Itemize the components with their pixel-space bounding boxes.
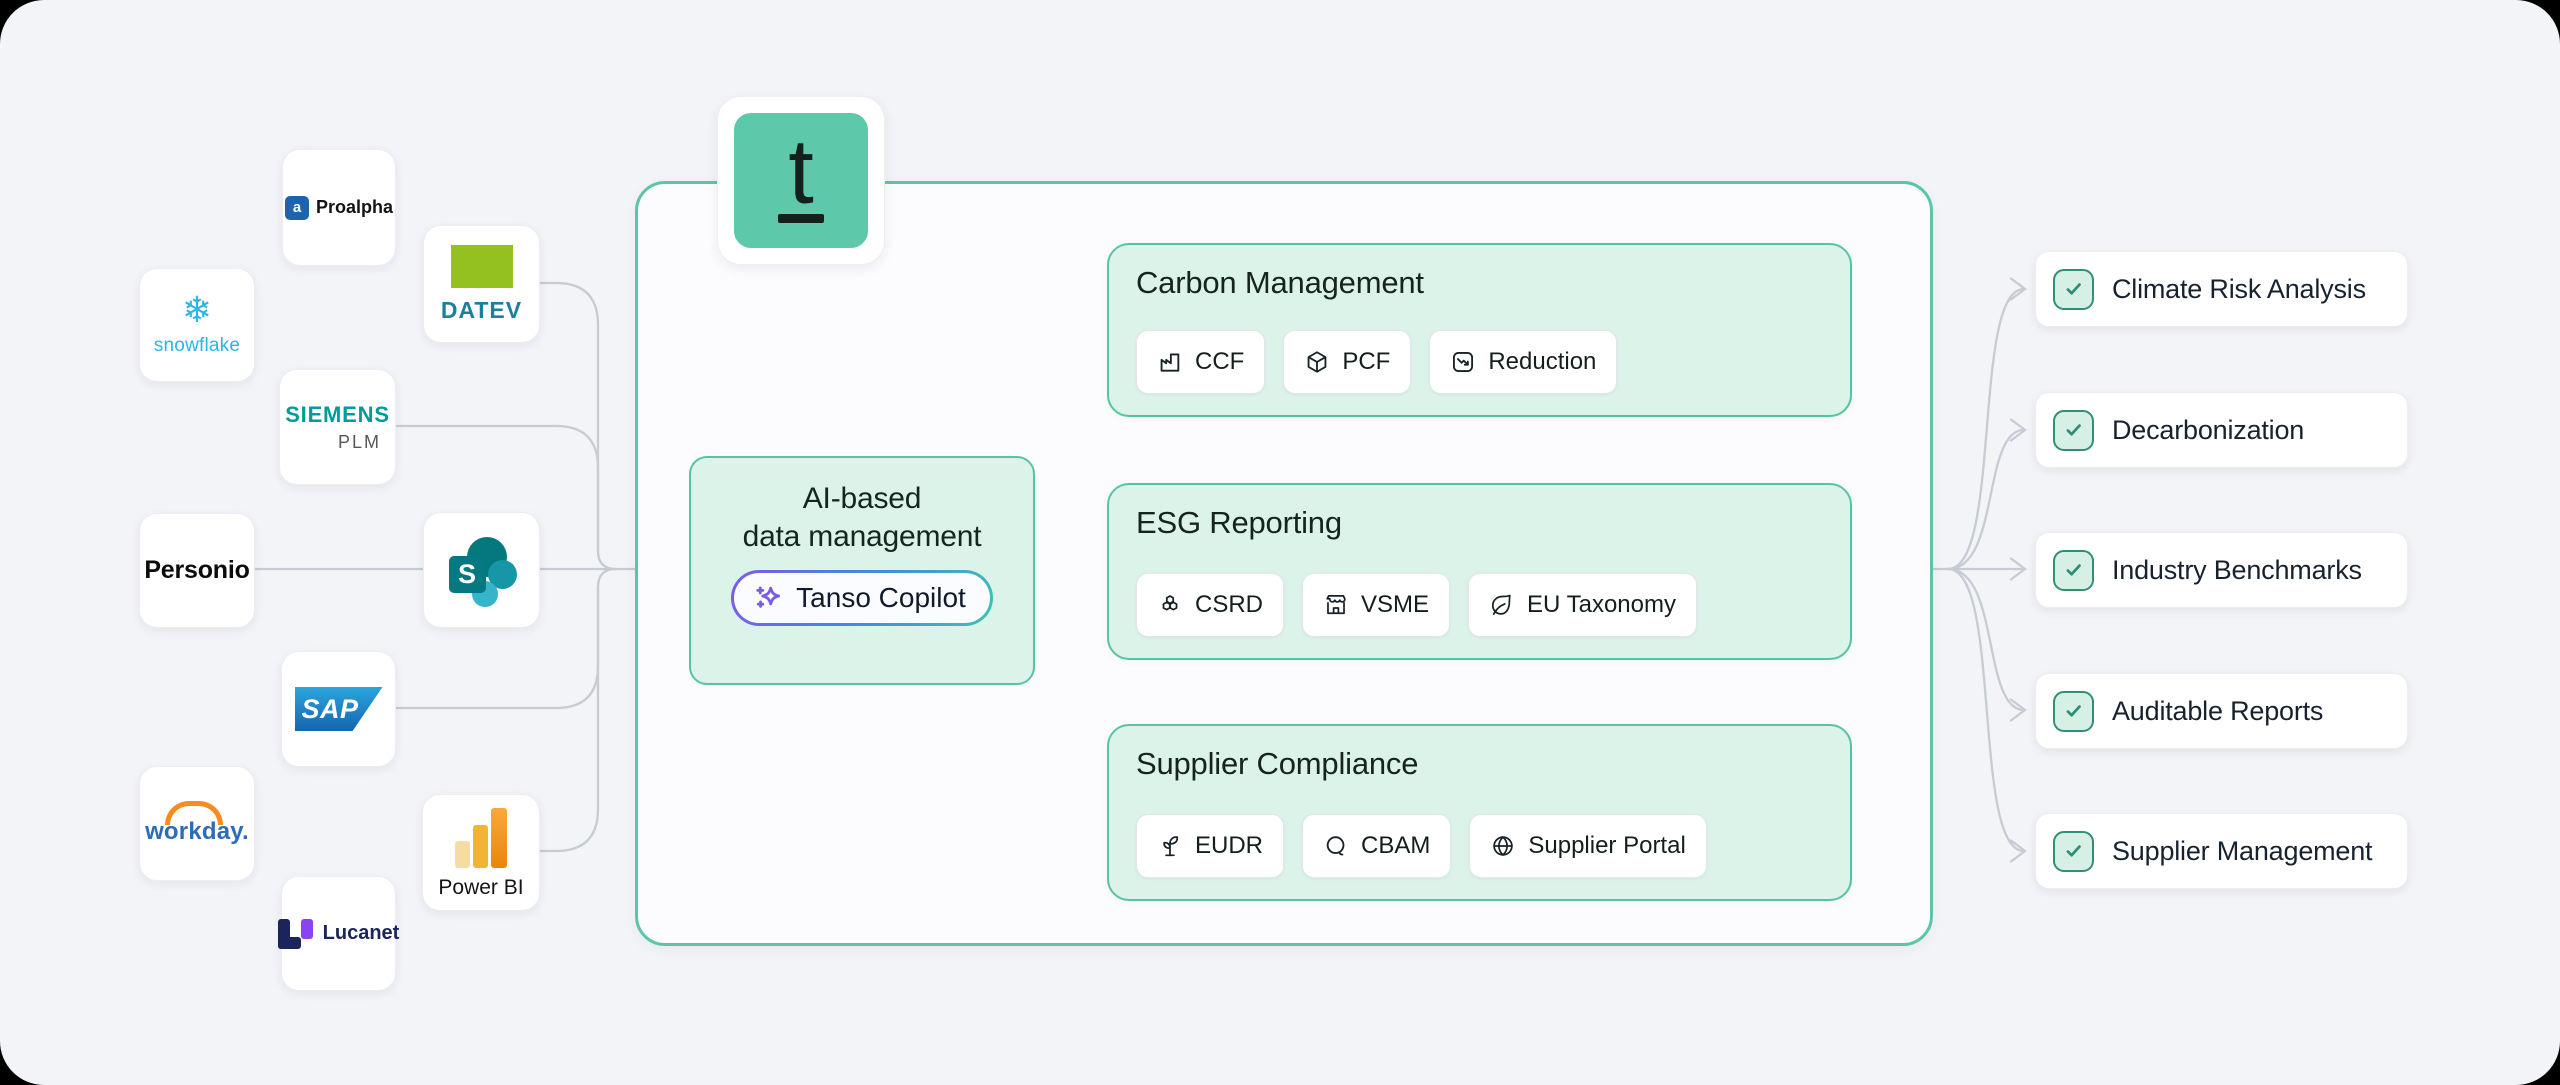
fan-auditable <box>1946 567 2026 712</box>
fan-supplier <box>1946 567 2026 853</box>
personio-label: Personio <box>144 556 250 584</box>
wire-datev <box>536 281 600 553</box>
integration-card-powerbi: Power BI <box>422 794 540 911</box>
snowflake-logo-icon: ❄ <box>181 290 213 331</box>
sprout-icon <box>1163 836 1179 857</box>
factory-icon <box>1160 353 1180 372</box>
integration-card-workday: workday. <box>139 766 255 881</box>
chip-eu-taxonomy: EU Taxonomy <box>1468 573 1697 637</box>
checkbox-checked-icon <box>2053 830 2094 872</box>
tanso-logo-card: t <box>717 96 885 265</box>
integration-card-lucanet: Lucanet <box>277 876 399 991</box>
wire-merge-bottom <box>596 567 618 589</box>
arrowhead-supplier <box>2009 839 2027 863</box>
proalpha-logo-icon: a <box>284 195 309 220</box>
powerbi-label: Power BI <box>438 875 524 899</box>
proalpha-label: Proalpha <box>315 197 394 217</box>
integration-card-datev: DATEV <box>423 225 540 343</box>
checkbox-checked-icon <box>2053 549 2094 591</box>
module-title: ESG Reporting <box>1136 505 1342 540</box>
wire-powerbi <box>536 585 600 853</box>
integration-card-sap: SAP <box>281 651 396 767</box>
integration-card-proalpha: a Proalpha <box>282 149 396 266</box>
globe-icon <box>1493 835 1514 857</box>
arrowhead-auditable <box>2009 698 2027 722</box>
fan-decarbonization <box>1946 428 2026 571</box>
sap-logo-icon: SAP <box>294 687 383 731</box>
integration-card-sharepoint: S <box>423 512 540 628</box>
co2-icon <box>1326 836 1345 856</box>
chip-cbam: CBAM <box>1302 814 1452 878</box>
powerbi-logo-icon <box>455 806 507 868</box>
module-esg-reporting: ESG Reporting CSRD <box>1107 483 1852 660</box>
checkbox-checked-icon <box>2053 268 2094 310</box>
wire-merge-top <box>596 549 618 571</box>
datev-label: DATEV <box>440 296 523 323</box>
chip-eudr: EUDR <box>1136 814 1285 878</box>
ai-hub-title: AI-based data management <box>742 482 982 553</box>
arrowhead-climate <box>2009 277 2027 301</box>
fan-climate <box>1946 287 2026 571</box>
snowflake-label: snowflake <box>153 335 241 356</box>
output-label: Climate Risk Analysis <box>2112 273 2366 304</box>
package-icon <box>1307 351 1327 373</box>
chip-ccf: CCF <box>1136 330 1266 394</box>
ai-hub-box: AI-based data management Tanso Copilot <box>689 456 1035 685</box>
module-carbon-management: Carbon Management CCF PCF <box>1107 243 1852 417</box>
output-card-decarbonization: Decarbonization <box>2035 392 2408 468</box>
module-title: Carbon Management <box>1136 265 1424 300</box>
sparkles-icon <box>756 586 781 608</box>
tanso-logo-icon: t <box>734 113 868 248</box>
chart-decrease-icon <box>1453 351 1474 373</box>
lucanet-label: Lucanet <box>322 922 400 944</box>
chip-supplier-portal: Supplier Portal <box>1469 814 1707 878</box>
hexagon-cluster-icon <box>1162 595 1178 611</box>
integration-card-snowflake: ❄ snowflake <box>139 268 255 382</box>
output-card-supplier-management: Supplier Management <box>2035 813 2408 889</box>
output-label: Industry Benchmarks <box>2112 554 2362 585</box>
output-label: Supplier Management <box>2112 835 2373 866</box>
sharepoint-logo-icon: S <box>447 535 517 607</box>
integration-card-siemens: SIEMENS PLM <box>279 369 396 485</box>
output-card-climate-risk: Climate Risk Analysis <box>2035 251 2408 327</box>
leaf-icon <box>1491 594 1511 615</box>
output-card-industry-benchmarks: Industry Benchmarks <box>2035 532 2408 608</box>
output-card-auditable-reports: Auditable Reports <box>2035 673 2408 749</box>
checkbox-checked-icon <box>2053 409 2094 451</box>
module-title: Supplier Compliance <box>1136 746 1419 781</box>
datev-logo-icon <box>450 244 513 288</box>
output-label: Decarbonization <box>2112 414 2305 445</box>
chip-pcf: PCF <box>1283 330 1412 394</box>
workday-label: workday. <box>145 818 249 845</box>
output-label: Auditable Reports <box>2112 695 2324 726</box>
siemens-sub-label: PLM <box>337 431 381 452</box>
storefront-icon <box>1326 595 1346 615</box>
tanso-copilot-label: Tanso Copilot <box>796 582 966 613</box>
integration-card-personio: Personio <box>139 513 255 628</box>
checkbox-checked-icon <box>2053 690 2094 732</box>
module-supplier-compliance: Supplier Compliance EUDR <box>1107 724 1852 901</box>
siemens-label: SIEMENS <box>285 401 390 427</box>
chip-reduction: Reduction <box>1429 330 1618 394</box>
tanso-copilot-pill: Tanso Copilot <box>731 570 993 626</box>
chip-vsme: VSME <box>1302 573 1451 637</box>
arrowhead-decarbonization <box>2009 418 2027 442</box>
arrowhead-industry <box>2009 557 2027 581</box>
chip-csrd: CSRD <box>1136 573 1285 637</box>
lucanet-logo-icon <box>277 918 313 949</box>
